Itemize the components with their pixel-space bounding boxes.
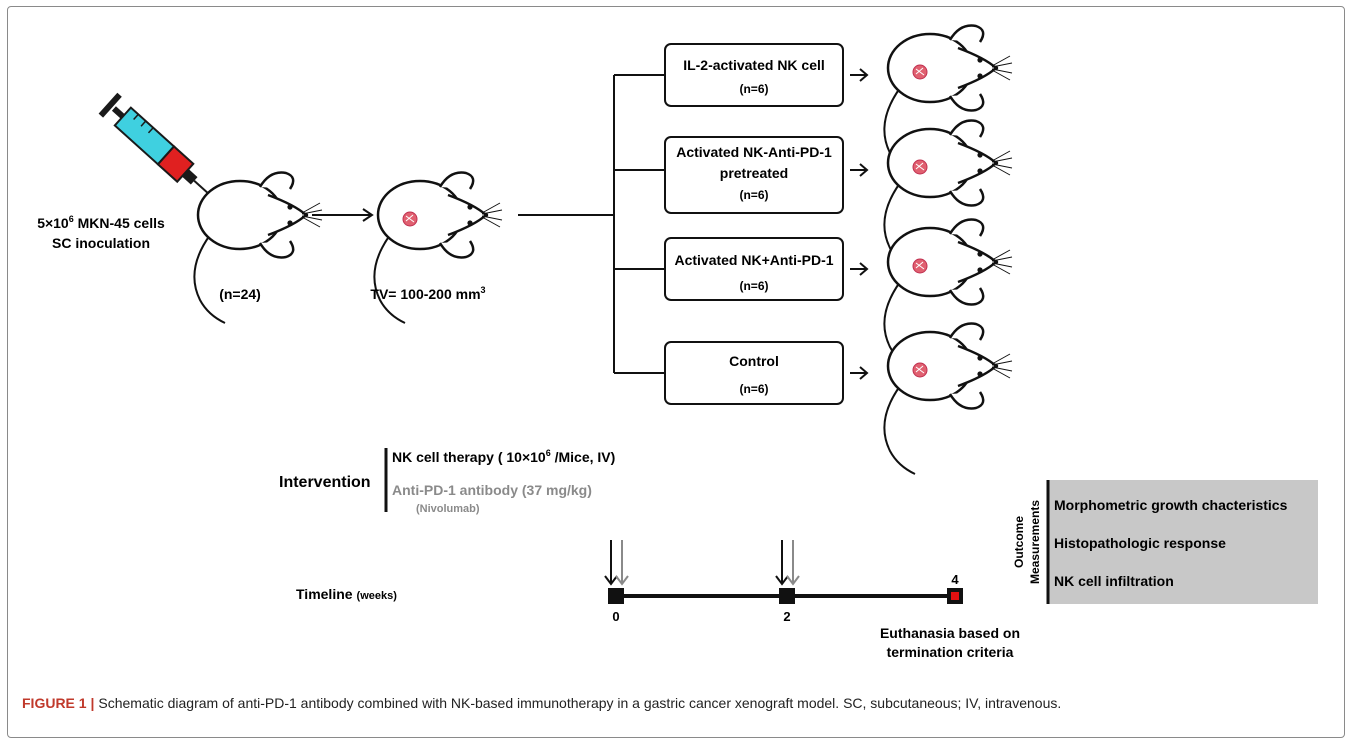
group-count: (n=6) — [739, 382, 768, 396]
arrow-right-icon — [312, 208, 374, 222]
experiment-diagram: 5×106 MKN-45 cells SC inoculation (n=24)… — [37, 0, 1318, 660]
tumor-mouse-icon — [884, 324, 1012, 474]
timeline-marker — [779, 588, 795, 604]
group-branch-lines — [518, 74, 665, 374]
outcome-item: Morphometric growth chacteristics — [1054, 497, 1288, 513]
outcome-panel — [1048, 480, 1318, 604]
antibody-name: (Nivolumab) — [416, 503, 480, 515]
arrow-right-icon — [850, 68, 869, 380]
inoculation-label: 5×106 MKN-45 cells — [37, 214, 165, 231]
intervention-title: Intervention — [279, 474, 371, 491]
inoculation-label-line2: SC inoculation — [52, 235, 150, 251]
group-box: Activated NK+Anti-PD-1 (n=6) — [664, 237, 844, 301]
outcome-item: NK cell infiltration — [1054, 573, 1174, 589]
group-box: IL-2-activated NK cell (n=6) — [664, 43, 844, 107]
group-box: Control (n=6) — [664, 341, 844, 405]
antibody-label: Anti-PD-1 antibody (37 mg/kg) — [392, 482, 592, 498]
timeline-title: Timeline(weeks) — [296, 586, 397, 602]
group-label-line2: pretreated — [720, 165, 788, 181]
group-label: Activated NK-Anti-PD-1 — [676, 144, 832, 160]
timeline-tick-label: 2 — [783, 609, 790, 624]
euthanasia-label: Euthanasia based on — [880, 625, 1020, 641]
group-count: (n=6) — [739, 279, 768, 293]
timeline-marker — [608, 588, 624, 604]
outcome-title-line2: Measurements — [1028, 500, 1042, 584]
group-count: (n=6) — [739, 82, 768, 96]
outcome-title: Outcome — [1012, 516, 1026, 568]
group-count: (n=6) — [739, 188, 768, 202]
arrow-down-icon — [604, 540, 800, 586]
endpoint-red-fill — [951, 592, 959, 600]
inoculation-count: (n=24) — [219, 286, 261, 302]
caption-text: Schematic diagram of anti-PD-1 antibody … — [98, 695, 1062, 711]
syringe-icon — [98, 92, 221, 205]
group-box: Activated NK-Anti-PD-1 pretreated (n=6) — [664, 136, 844, 214]
timeline-tick-label: 0 — [612, 609, 619, 624]
outcome-item: Histopathologic response — [1054, 535, 1226, 551]
group-label: Activated NK+Anti-PD-1 — [674, 252, 833, 268]
figure-frame — [7, 6, 1345, 738]
nk-therapy-label: NK cell therapy ( 10×106 /Mice, IV) — [392, 448, 615, 465]
tumor-volume-label: TV= 100-200 mm3 — [370, 285, 485, 302]
euthanasia-label-line2: termination criteria — [887, 644, 1014, 660]
group-label: Control — [729, 353, 779, 369]
caption-label: FIGURE 1 | — [22, 695, 95, 711]
timeline-tick-label: 4 — [951, 572, 959, 587]
figure-caption: FIGURE 1 |Schematic diagram of anti-PD-1… — [22, 693, 1327, 713]
group-label: IL-2-activated NK cell — [683, 57, 825, 73]
